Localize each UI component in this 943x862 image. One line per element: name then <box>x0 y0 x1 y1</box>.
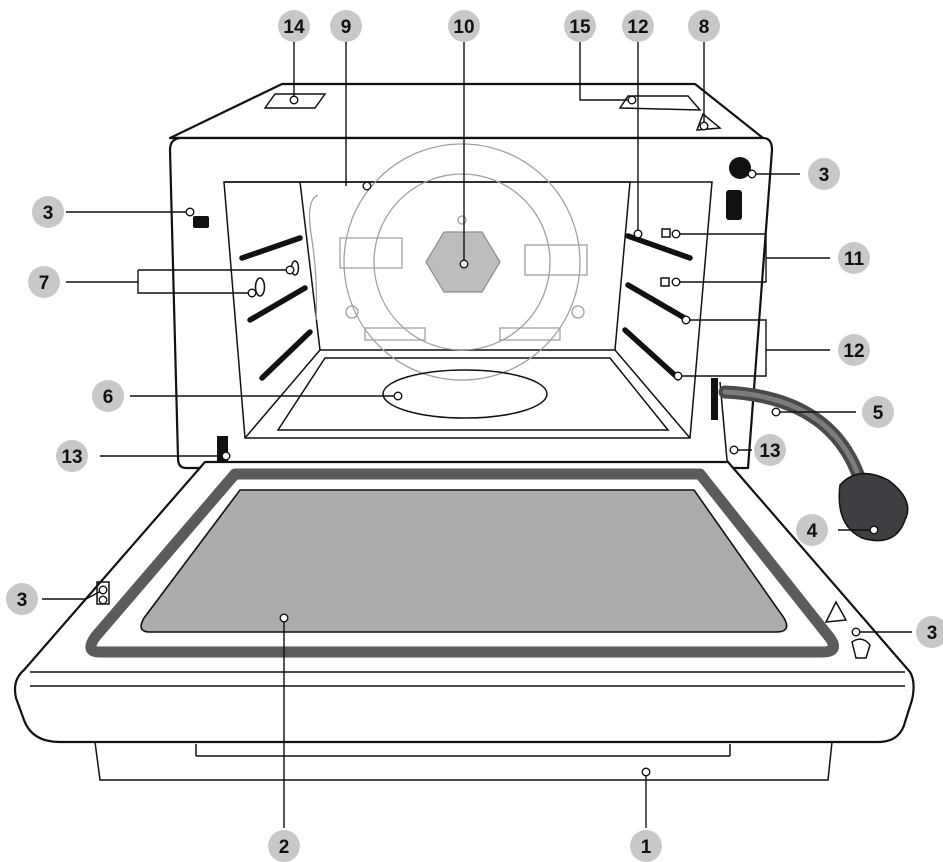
pointer-dots <box>98 95 879 777</box>
oven-body <box>168 82 774 470</box>
callout-circle <box>448 10 480 42</box>
callout-number: 3 <box>17 590 28 611</box>
callout-circle <box>330 10 362 42</box>
callout-circle <box>688 10 720 42</box>
top-latch <box>695 112 722 131</box>
top-vent <box>263 93 327 109</box>
callout-number: 2 <box>279 837 290 858</box>
wall-opening-icon <box>254 277 266 297</box>
sensor-icon <box>660 277 670 287</box>
callout-number: 13 <box>61 447 82 468</box>
left-hinge <box>217 436 228 464</box>
callout-circle <box>916 616 943 648</box>
sensor-icon <box>661 228 671 238</box>
door-switch <box>851 638 871 659</box>
callout-circle <box>6 583 38 615</box>
door-glass <box>140 489 788 633</box>
callout-number: 14 <box>283 17 305 38</box>
probe-cable-highlight <box>722 389 863 483</box>
turntable <box>382 369 548 419</box>
callout-number: 12 <box>843 341 864 362</box>
callout-number: 11 <box>844 249 865 270</box>
callout-number: 4 <box>807 521 818 542</box>
callout-circle <box>754 434 786 466</box>
callout-number: 12 <box>627 17 648 38</box>
door-gasket <box>85 468 840 658</box>
callout-circle <box>32 196 64 228</box>
fan-cover <box>308 143 588 381</box>
callout-circle <box>862 396 894 428</box>
callout-number: 3 <box>927 623 938 644</box>
callout-circle <box>278 10 310 42</box>
callout-number: 7 <box>39 273 50 294</box>
callout-number: 5 <box>873 403 884 424</box>
callout-circle <box>838 242 870 274</box>
callout-number: 1 <box>641 837 652 858</box>
callout-number: 6 <box>103 387 114 408</box>
left-rack-rails <box>239 235 313 381</box>
callout-number: 15 <box>569 17 591 38</box>
door-latch-slot <box>193 216 209 228</box>
callout-number: 9 <box>341 17 352 38</box>
callout-number: 3 <box>819 165 830 186</box>
callout-number: 13 <box>759 441 780 462</box>
callout-number: 8 <box>699 17 710 38</box>
callout-circle <box>268 830 300 862</box>
callout-circle <box>28 266 60 298</box>
callout-labels: 14 9 10 15 12 8 3 3 11 7 12 6 5 13 13 4 3 3 2 1 <box>6 10 943 862</box>
leader-lines <box>42 42 912 828</box>
callout-circle <box>564 10 596 42</box>
door-latch-icon <box>729 157 751 179</box>
right-rack-rails <box>622 233 693 381</box>
callout-circle <box>808 158 840 190</box>
door-latch-slot <box>726 190 742 220</box>
callout-number: 10 <box>453 17 474 38</box>
callout-circle <box>92 380 124 412</box>
callout-circle <box>622 10 654 42</box>
callout-circle <box>838 334 870 366</box>
right-hinge <box>711 378 718 420</box>
door-switch <box>824 600 848 623</box>
callout-number: 3 <box>43 203 54 224</box>
callout-circle <box>630 830 662 862</box>
callout-circle <box>796 514 828 546</box>
callout-circle <box>56 440 88 472</box>
temperature-probe <box>838 472 909 542</box>
